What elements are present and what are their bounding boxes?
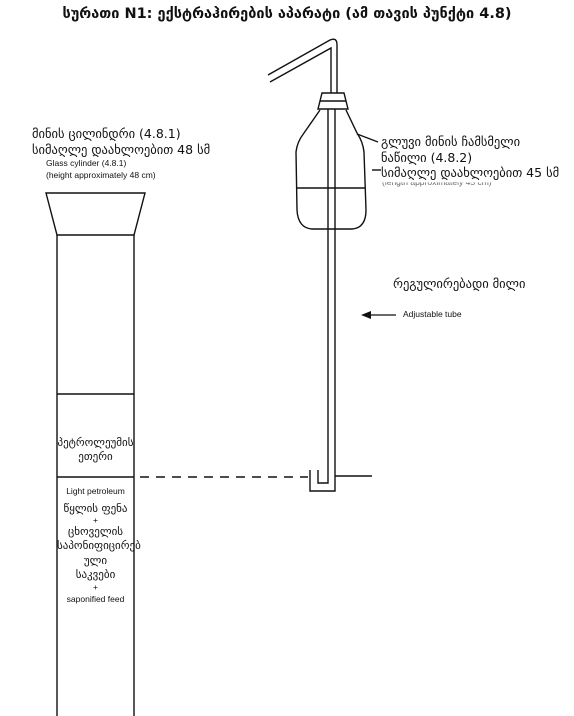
blower-label-eng-obscured: (length approximately 45 cm) [382, 177, 492, 187]
blower-label-geo-2: ნაწილი (4.8.2) [381, 150, 473, 165]
plus-sign-1: + [93, 515, 98, 525]
upper-layer-label-geo-2: ეთერი [78, 450, 113, 463]
tube-label-eng: Adjustable tube [403, 309, 462, 319]
bottle-body [295, 109, 367, 230]
tube-j-hook [309, 470, 336, 492]
cylinder-label-geo-1: მინის ცილინდრი (4.8.1) [32, 126, 181, 141]
lower-layer-label-geo-5: საკვები [75, 568, 116, 581]
cylinder-label-eng-1: Glass cylinder (4.8.1) [46, 158, 127, 168]
cylinder-label-eng-2: (height approximately 48 cm) [46, 170, 156, 180]
lower-layer-label-geo-2: ცხოველის [67, 525, 124, 538]
upper-layer-label-geo-1: პეტროლეუმის [57, 436, 134, 449]
lower-layer-label-geo-3: საპონიფიცირებ [57, 539, 141, 552]
blower-leader-line [356, 133, 379, 143]
tube-label-geo: რეგულირებადი მილი [393, 276, 526, 291]
figure-title: სურათი N1: ექსტრაჰირების აპარატი (ამ თავ… [62, 6, 512, 22]
blower-tube-bend [267, 38, 338, 93]
blower-label-geo-1: გლუვი მინის ჩამსმელი [381, 134, 521, 149]
lower-layer-label-eng: saponified feed [66, 594, 125, 604]
arrow-icon [361, 311, 396, 319]
upper-layer-label-eng: Light petroleum [66, 486, 125, 496]
lower-layer-label-geo-4: ული [83, 554, 108, 567]
cylinder-flared-rim [45, 192, 146, 236]
lower-layer-label-geo-1: წყლის ფენა [63, 502, 128, 515]
cylinder-label-geo-2: სიმაღლე დაახლოებით 48 სმ [32, 142, 211, 157]
cylinder-body [56, 235, 135, 716]
blower-label-geo-3: სიმაღლე დაახლოებით 45 სმ [381, 165, 560, 181]
adjustable-tube [327, 109, 336, 472]
plus-sign-2: + [93, 582, 98, 592]
